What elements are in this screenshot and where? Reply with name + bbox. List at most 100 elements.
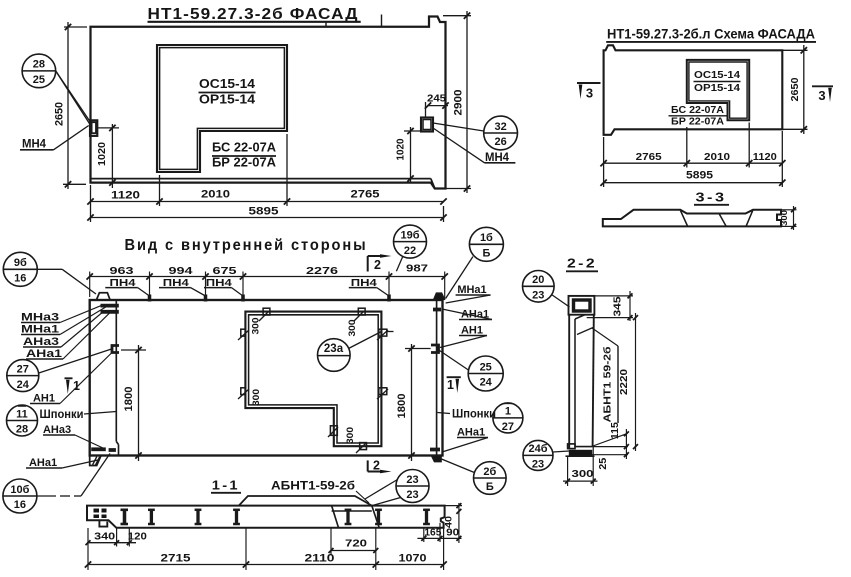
svg-text:23: 23	[406, 489, 418, 501]
svg-text:МНа1: МНа1	[21, 324, 59, 336]
svg-text:2276: 2276	[306, 265, 338, 277]
svg-text:963: 963	[110, 265, 134, 277]
svg-text:АБНТ1-59-2б: АБНТ1-59-2б	[271, 479, 355, 493]
svg-text:26: 26	[494, 136, 506, 148]
svg-text:3-3: 3-3	[696, 190, 727, 205]
svg-text:245: 245	[427, 93, 446, 105]
svg-text:25: 25	[480, 361, 492, 373]
svg-text:2650: 2650	[54, 102, 66, 126]
svg-text:ОС15-14: ОС15-14	[199, 77, 255, 91]
svg-text:Б: Б	[482, 248, 490, 260]
svg-text:5895: 5895	[249, 206, 279, 218]
svg-text:ПН4: ПН4	[163, 277, 189, 289]
svg-text:1070: 1070	[399, 553, 427, 565]
svg-text:28: 28	[33, 59, 45, 71]
svg-text:3: 3	[586, 86, 593, 101]
svg-text:Шпонки: Шпонки	[40, 409, 84, 421]
svg-text:АБНТ1 59-2б: АБНТ1 59-2б	[601, 346, 613, 423]
svg-text:МН4: МН4	[22, 137, 46, 151]
svg-text:300: 300	[251, 318, 262, 335]
svg-text:345: 345	[611, 296, 623, 316]
svg-text:2900: 2900	[453, 90, 465, 116]
svg-text:90: 90	[446, 527, 459, 539]
svg-text:1120: 1120	[111, 190, 140, 202]
svg-text:9б: 9б	[14, 257, 27, 269]
svg-text:300: 300	[345, 427, 356, 444]
svg-text:300: 300	[572, 468, 594, 480]
svg-text:Вид с внутренней стороны: Вид с внутренней стороны	[125, 237, 368, 254]
svg-text:25: 25	[598, 457, 609, 469]
svg-text:10б: 10б	[10, 484, 29, 496]
svg-text:115: 115	[610, 422, 621, 439]
svg-text:1120: 1120	[753, 151, 777, 163]
svg-text:300: 300	[779, 210, 789, 226]
svg-text:720: 720	[345, 538, 367, 550]
svg-text:1800: 1800	[396, 394, 408, 419]
svg-text:БС 22-07А: БС 22-07А	[212, 141, 276, 155]
svg-text:23: 23	[532, 459, 544, 471]
svg-text:МНа3: МНа3	[21, 312, 59, 324]
svg-text:300: 300	[251, 389, 262, 406]
svg-text:2б: 2б	[483, 466, 496, 478]
svg-text:2110: 2110	[305, 553, 335, 565]
svg-text:АНа1: АНа1	[457, 427, 485, 439]
svg-text:БР 22-07А: БР 22-07А	[212, 156, 276, 170]
svg-text:ОР15-14: ОР15-14	[694, 82, 740, 94]
svg-text:2765: 2765	[636, 151, 662, 163]
svg-text:Шпонки: Шпонки	[452, 409, 496, 421]
svg-text:16: 16	[14, 273, 26, 285]
svg-text:22: 22	[404, 245, 416, 257]
svg-text:24: 24	[17, 379, 30, 391]
svg-text:1: 1	[505, 406, 511, 418]
svg-text:2010: 2010	[704, 151, 730, 163]
svg-text:24б: 24б	[528, 443, 547, 455]
svg-text:ПН4: ПН4	[351, 277, 377, 289]
svg-text:11: 11	[16, 408, 28, 420]
svg-text:2220: 2220	[618, 369, 630, 395]
svg-text:НТ1-59.27.3-2б.л Схема ФАСАДА: НТ1-59.27.3-2б.л Схема ФАСАДА	[607, 27, 815, 42]
svg-text:340: 340	[94, 531, 115, 543]
svg-text:АНа1: АНа1	[26, 348, 62, 360]
svg-text:24: 24	[480, 377, 493, 389]
svg-text:23: 23	[406, 474, 418, 486]
svg-text:АНа1: АНа1	[461, 309, 489, 321]
svg-text:МНа1: МНа1	[457, 284, 486, 296]
svg-text:994: 994	[169, 265, 193, 277]
svg-text:2650: 2650	[789, 77, 801, 101]
svg-text:2715: 2715	[161, 553, 191, 565]
svg-text:2-2: 2-2	[567, 256, 597, 271]
svg-text:ПН4: ПН4	[206, 277, 232, 289]
svg-text:АН1: АН1	[461, 325, 483, 337]
svg-text:300: 300	[347, 320, 358, 337]
svg-text:АНа3: АНа3	[23, 336, 59, 348]
svg-text:675: 675	[213, 265, 237, 277]
svg-text:19б: 19б	[400, 229, 419, 241]
svg-text:165: 165	[424, 528, 441, 539]
svg-text:23: 23	[532, 290, 544, 302]
svg-text:БС 22-07А: БС 22-07А	[671, 104, 724, 116]
svg-text:987: 987	[406, 263, 428, 275]
svg-text:ОС15-14: ОС15-14	[694, 69, 740, 81]
svg-text:АН1: АН1	[33, 393, 55, 405]
svg-text:27: 27	[17, 363, 29, 375]
svg-text:АНа1: АНа1	[29, 457, 57, 469]
svg-text:2010: 2010	[201, 189, 230, 201]
svg-text:1020: 1020	[96, 142, 108, 166]
svg-text:3: 3	[818, 88, 825, 103]
svg-text:5895: 5895	[686, 170, 713, 182]
svg-text:120: 120	[128, 531, 147, 543]
svg-text:БР 22-07А: БР 22-07А	[671, 116, 724, 128]
svg-text:2765: 2765	[351, 189, 380, 201]
svg-text:АНа3: АНа3	[43, 424, 71, 436]
svg-text:1: 1	[73, 379, 80, 393]
svg-text:1-1: 1-1	[212, 478, 240, 493]
svg-text:32: 32	[494, 121, 506, 133]
svg-text:ОР15-14: ОР15-14	[199, 93, 255, 107]
svg-text:2: 2	[374, 258, 381, 272]
svg-text:2: 2	[373, 459, 380, 473]
svg-text:23а: 23а	[324, 343, 344, 355]
svg-text:1б: 1б	[480, 232, 493, 244]
svg-text:1: 1	[447, 378, 454, 392]
svg-text:28: 28	[16, 424, 28, 436]
svg-text:1800: 1800	[123, 387, 135, 412]
